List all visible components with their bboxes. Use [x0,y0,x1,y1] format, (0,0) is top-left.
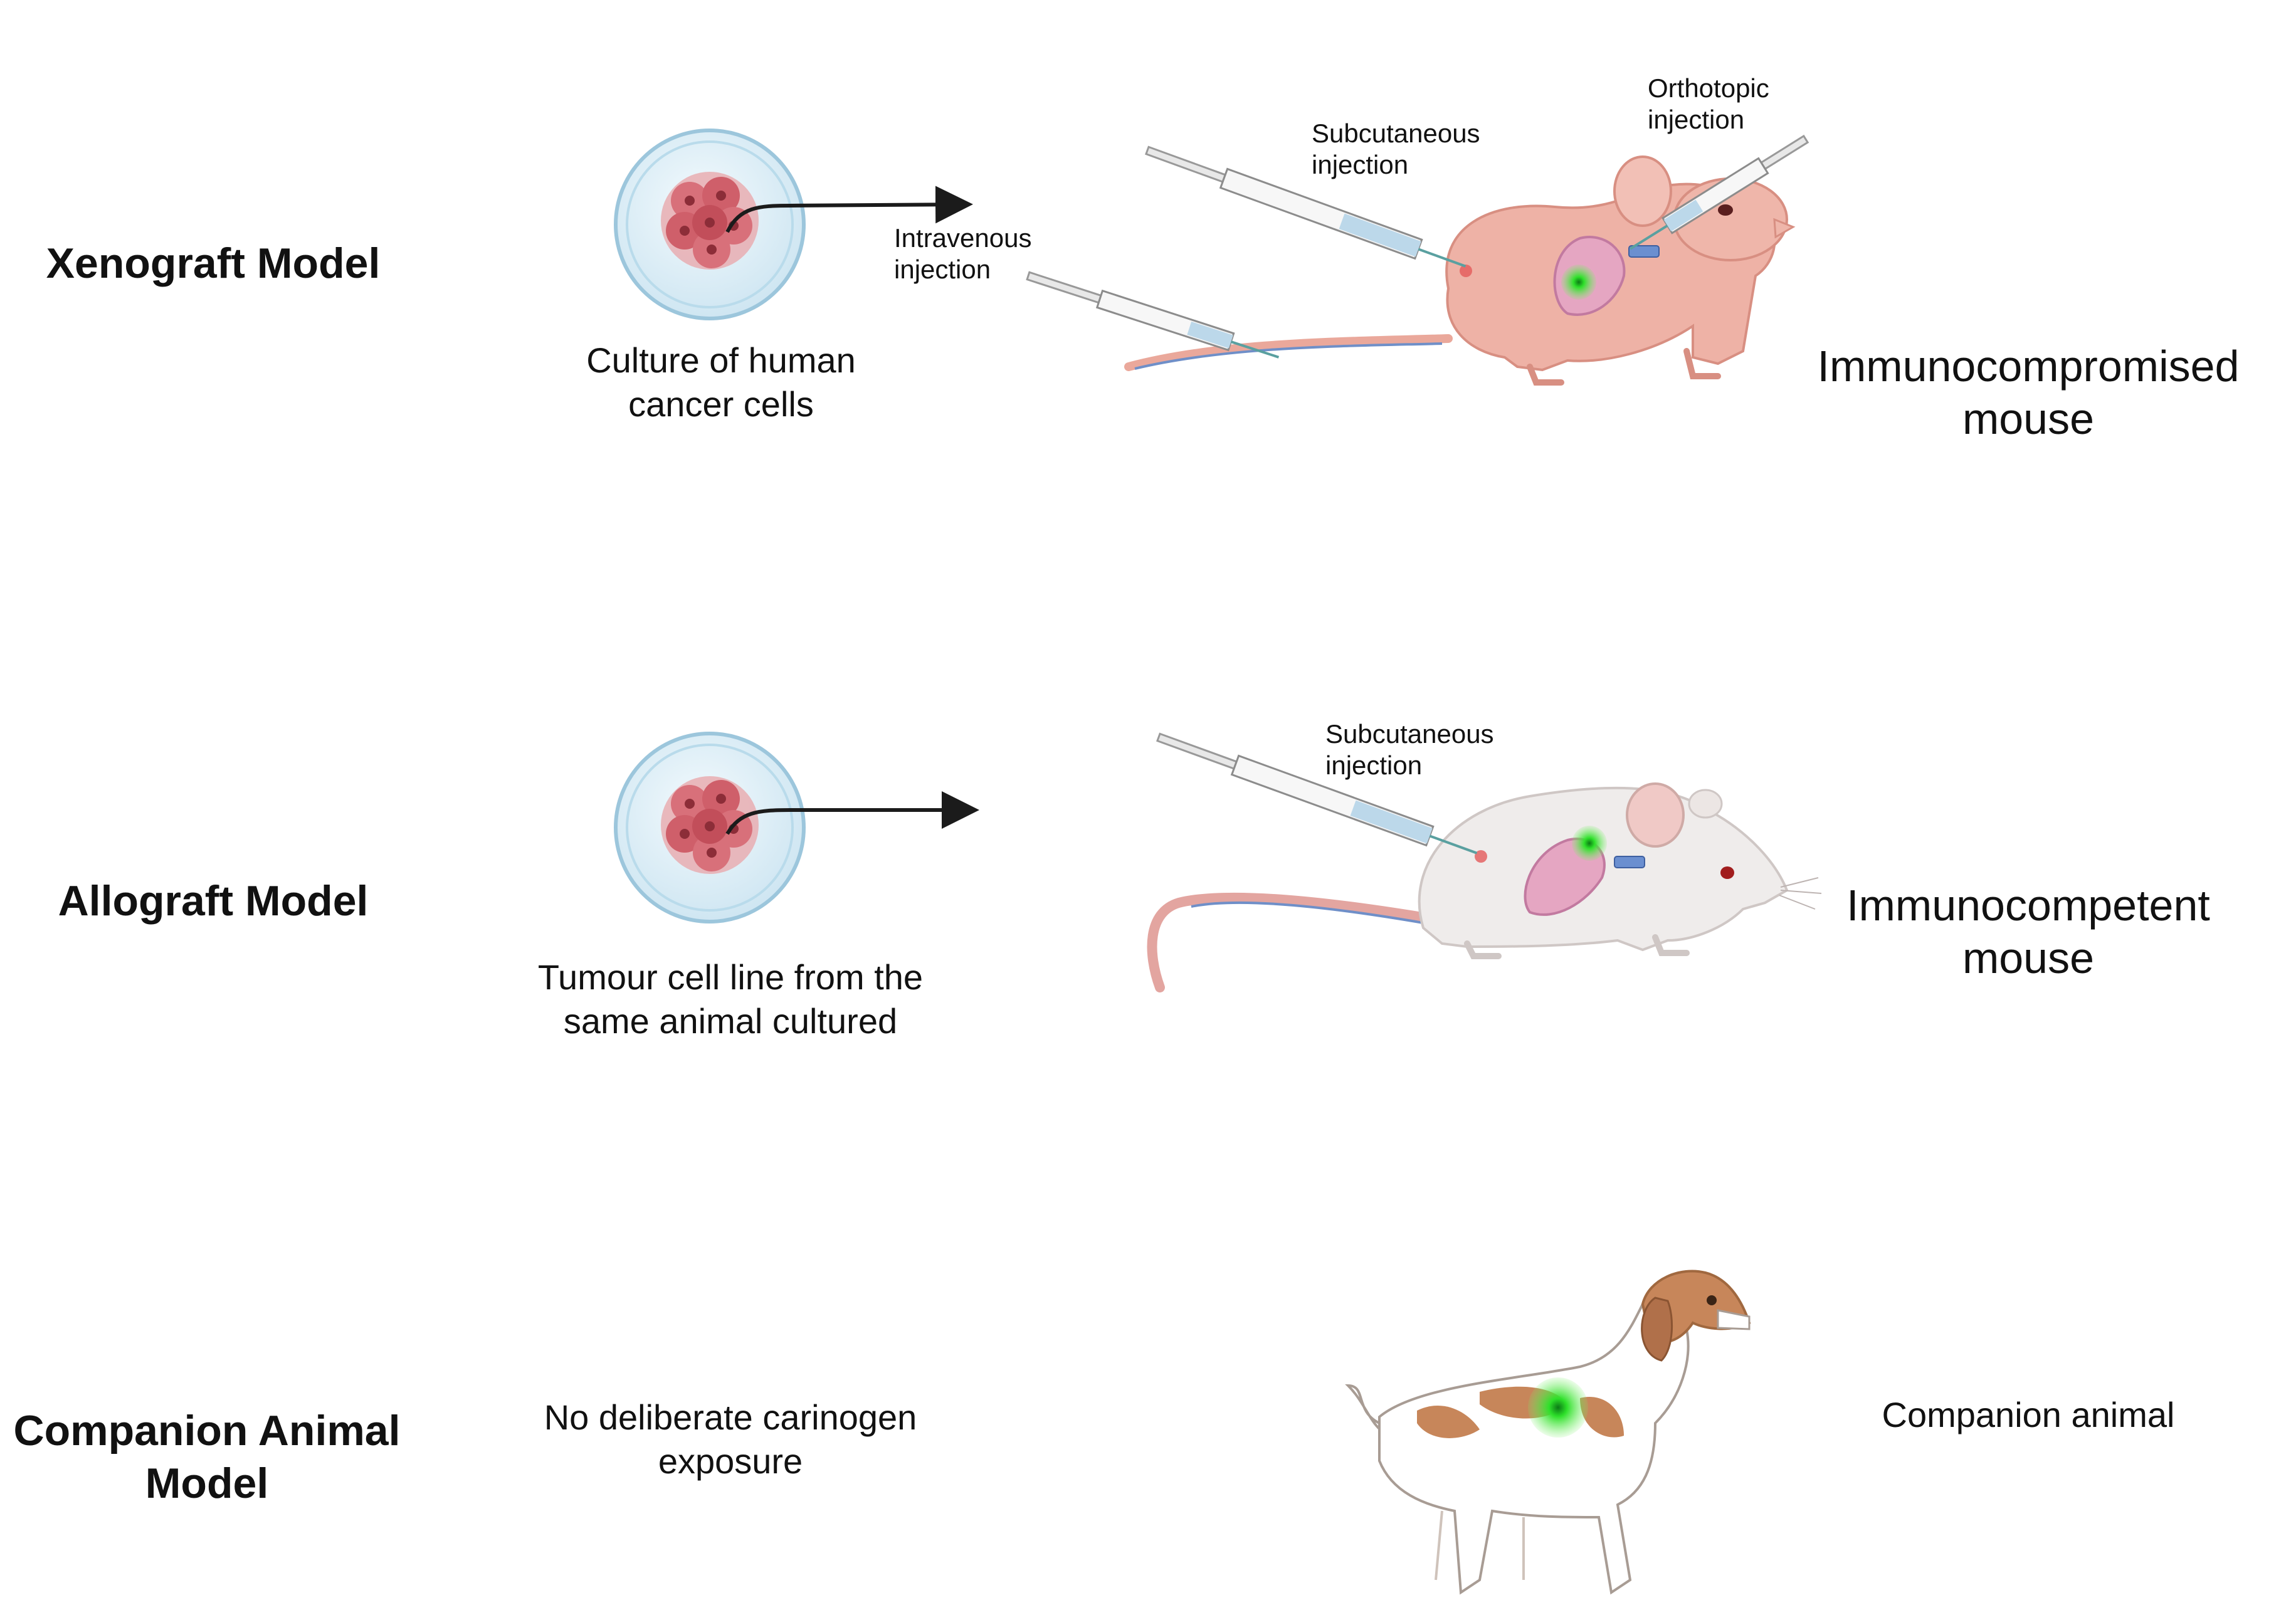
model-title-line: Xenograft Model [46,239,381,287]
outcome-line: Immunocompetent [1846,881,2210,930]
mouse-eye [1718,204,1733,216]
source-caption-line: No deliberate carinogen [544,1397,917,1437]
dog-body [1378,1290,1690,1595]
subcutaneous-site-dot [1460,265,1472,277]
model-title-line: Companion Animal [13,1407,401,1455]
companion-dog-illustration [1345,1270,1751,1595]
source-caption-allograft: Tumour cell line from the same animal cu… [489,955,972,1043]
syringe-subcutaneous [1145,145,1467,268]
source-caption-line: same animal cultured [563,1001,898,1041]
label-intravenous-injection: Intravenous injection [894,223,1031,285]
mouse-tail [1147,892,1435,992]
injection-label-line: Intravenous [894,223,1032,253]
injection-label-line: Subcutaneous [1312,118,1480,148]
dog-ear [1641,1297,1673,1362]
source-caption-xenograft: Culture of human cancer cells [533,339,909,426]
outcome-line: mouse [1962,394,2095,443]
label-orthotopic-injection: Orthotopic injection [1648,73,1769,135]
source-caption-line: cancer cells [628,384,814,424]
immunocompromised-mouse-illustration [1124,155,1796,386]
outcome-line: Companion animal [1882,1395,2175,1434]
injection-label-line: injection [894,255,991,284]
model-title-line: Model [145,1460,269,1507]
dog-eye [1707,1295,1717,1305]
source-caption-line: exposure [658,1441,803,1481]
model-title-companion-animal: Companion Animal Model [0,1404,414,1510]
outcome-immunocompromised-mouse: Immunocompromised mouse [1781,340,2276,445]
injection-label-line: injection [1648,105,1745,134]
tumour-cell-cluster [661,776,759,874]
source-caption-companion: No deliberate carinogen exposure [489,1396,972,1483]
outcome-line: Immunocompromised [1817,342,2240,391]
tumour-site-lung [1572,826,1607,861]
culture-dish-tumour-line [614,732,806,923]
tumour-site-dog [1528,1377,1588,1438]
model-title-allograft: Allograft Model [13,875,414,927]
dog-patch [1580,1397,1624,1438]
subcutaneous-site-dot [1475,850,1487,863]
trachea-segment [1614,856,1645,868]
model-title-xenograft: Xenograft Model [13,237,414,290]
source-caption-line: Culture of human [586,340,856,380]
outcome-line: mouse [1962,934,2095,982]
transfer-arrow [725,791,979,835]
outcome-immunocompetent-mouse: Immunocompetent mouse [1781,879,2276,984]
outcome-companion-animal: Companion animal [1781,1393,2276,1437]
mouse-eye [1720,866,1734,879]
culture-dish-human-cells [614,129,806,320]
model-title-line: Allograft Model [58,877,369,925]
mouse-tail [1124,334,1453,371]
syringe-subcutaneous [1156,732,1478,855]
injection-label-line: injection [1312,150,1409,179]
label-subcutaneous-injection: Subcutaneous injection [1312,118,1480,181]
injection-label-line: Subcutaneous [1325,719,1494,749]
trachea-segment [1628,245,1660,258]
label-subcutaneous-injection: Subcutaneous injection [1325,718,1494,781]
cancer-cell-cluster [661,172,759,270]
mouse-ear [1626,782,1685,848]
dog-patch [1417,1405,1480,1438]
injection-label-line: injection [1325,750,1423,780]
tumour-site-lung [1561,265,1596,300]
mouse-ear [1613,155,1672,227]
injection-label-line: Orthotopic [1648,73,1769,103]
transfer-arrow [725,186,973,233]
syringe-orthotopic [1630,134,1809,250]
syringe-intravenous [1026,271,1280,359]
source-caption-line: Tumour cell line from the [537,957,924,997]
immunocompetent-mouse-illustration [1147,782,1822,992]
